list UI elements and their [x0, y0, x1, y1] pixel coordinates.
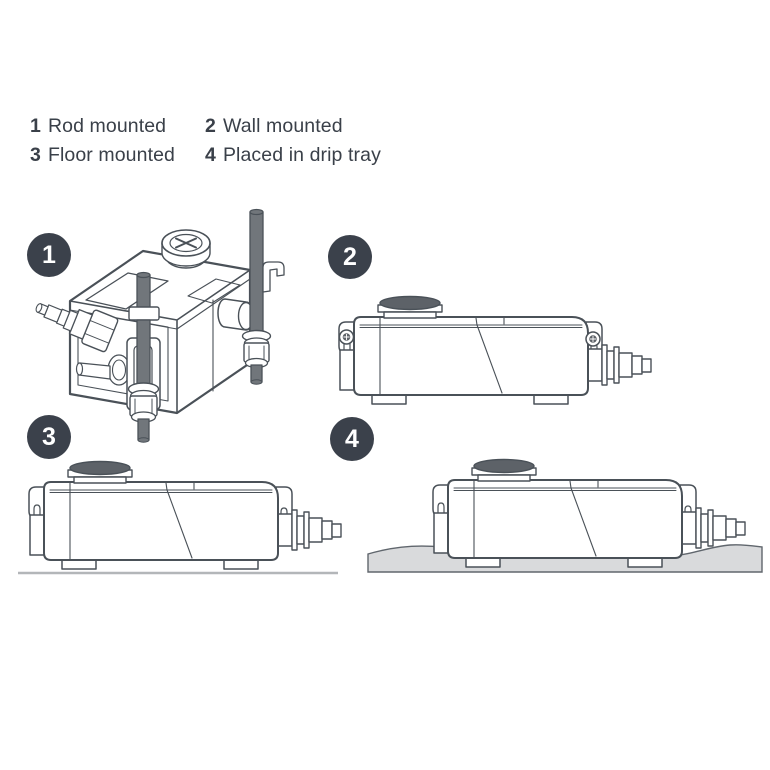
legend-number: 2 — [205, 115, 216, 137]
figure-4-drip-tray-diagram — [367, 458, 763, 573]
legend-row-1: 1 Rod mounted 2 Wall mounted — [30, 112, 381, 141]
legend-item-drip-tray: 4 Placed in drip tray — [205, 141, 381, 170]
figure-2-wall-mounted-diagram — [338, 295, 652, 405]
figure-3-floor-mounted-diagram — [18, 460, 342, 575]
legend-number: 4 — [205, 144, 216, 166]
legend-number: 1 — [30, 115, 41, 137]
legend-item-rod-mounted: 1 Rod mounted — [30, 112, 205, 141]
legend-number: 3 — [30, 144, 41, 166]
legend-item-wall-mounted: 2 Wall mounted — [205, 112, 343, 141]
figure-4-badge: 4 — [330, 417, 374, 461]
pump-side-view — [432, 458, 746, 568]
legend: 1 Rod mounted 2 Wall mounted 3 Floor mounte… — [30, 112, 381, 170]
legend-label: Floor mounted — [47, 144, 175, 166]
legend-label: Wall mounted — [222, 115, 343, 137]
pump-side-view — [28, 460, 342, 570]
legend-item-floor-mounted: 3 Floor mounted — [30, 141, 205, 170]
wall-screw-icon — [585, 331, 601, 347]
legend-label: Rod mounted — [47, 115, 167, 137]
legend-label: Placed in drip tray — [222, 144, 381, 166]
legend-row-2: 3 Floor mounted 4 Placed in drip tray — [30, 141, 381, 170]
pump-side-view — [338, 295, 652, 405]
wall-screw-icon — [338, 329, 355, 345]
figure-3-badge: 3 — [27, 415, 71, 459]
figure-2-badge: 2 — [328, 235, 372, 279]
figure-1-badge: 1 — [27, 233, 71, 277]
figure-1-rod-mounted-diagram — [35, 208, 285, 443]
